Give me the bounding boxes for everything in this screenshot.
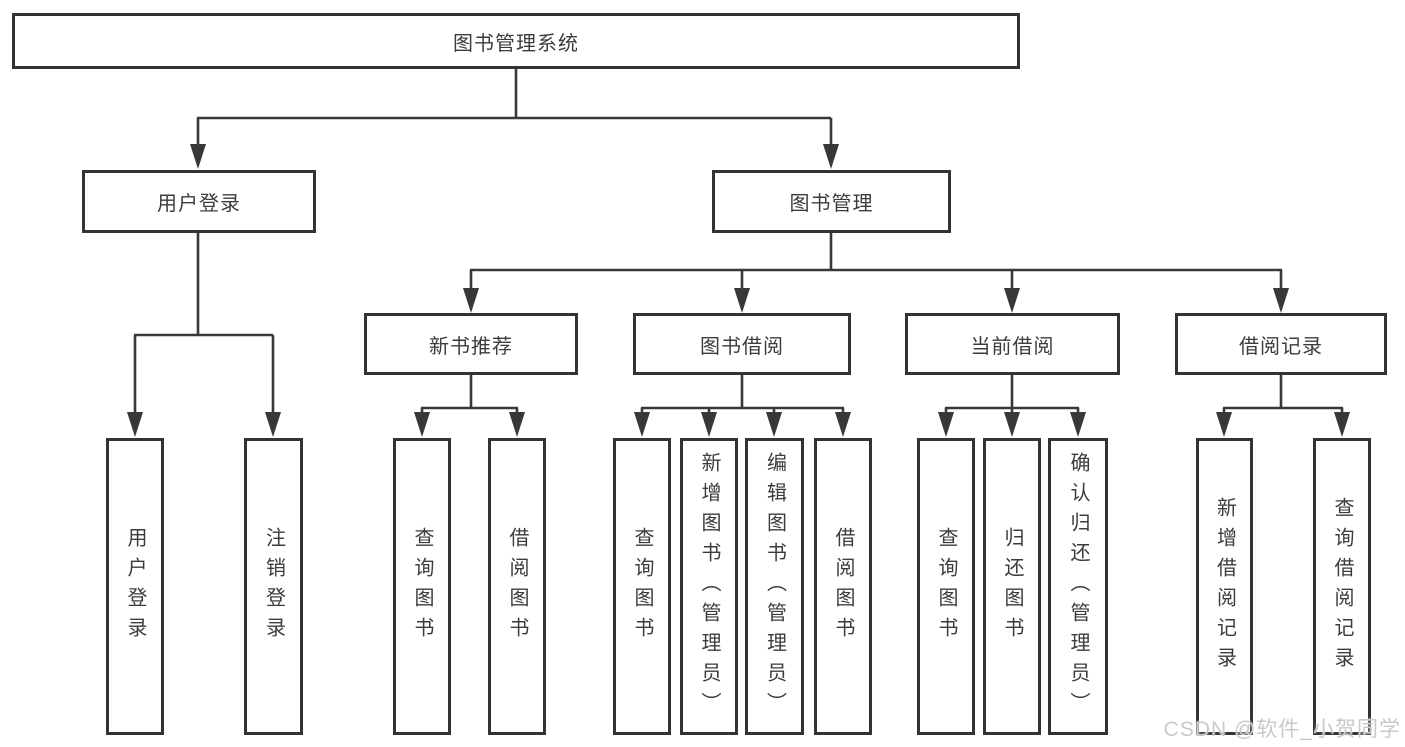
node-label: 新增图书（管理员）: [698, 451, 720, 722]
node-book-borrow: 图书借阅: [633, 313, 851, 375]
node-label: 查询图书: [935, 526, 957, 647]
node-label: 借阅图书: [506, 526, 528, 647]
node-label: 新书推荐: [429, 335, 513, 358]
leaf-add-borrow-record: 新增借阅记录: [1196, 438, 1253, 735]
node-new-book-recommend: 新书推荐: [364, 313, 578, 375]
leaf-borrow-books-recommend: 借阅图书: [488, 438, 546, 735]
node-label: 用户登录: [124, 526, 146, 647]
node-book-management: 图书管理: [712, 170, 951, 233]
leaf-borrow-books: 借阅图书: [814, 438, 872, 735]
leaf-return-books: 归还图书: [983, 438, 1041, 735]
leaf-query-borrow-record: 查询借阅记录: [1313, 438, 1371, 735]
node-label: 当前借阅: [970, 335, 1055, 358]
leaf-edit-books-admin: 编辑图书（管理员）: [745, 438, 804, 735]
node-label: 新增借阅记录: [1213, 496, 1236, 677]
leaf-confirm-return-admin: 确认归还（管理员）: [1048, 438, 1108, 735]
leaf-query-books-current: 查询图书: [917, 438, 975, 735]
leaf-user-login: 用户登录: [106, 438, 164, 735]
node-label: 用户登录: [157, 193, 241, 215]
leaf-query-books-recommend: 查询图书: [393, 438, 451, 735]
node-label: 查询借阅记录: [1331, 496, 1353, 677]
node-label: 确认归还（管理员）: [1067, 451, 1089, 722]
node-label: 注销登录: [262, 526, 285, 647]
node-label: 编辑图书（管理员）: [763, 451, 786, 722]
node-label: 图书借阅: [700, 335, 784, 358]
leaf-query-books-borrow: 查询图书: [613, 438, 671, 735]
node-label: 查询图书: [631, 526, 653, 647]
node-label: 查询图书: [411, 526, 433, 647]
node-label: 图书管理系统: [453, 32, 579, 55]
csdn-watermark: CSDN @软件_小贺同学: [1163, 718, 1401, 741]
node-label: 归还图书: [1001, 526, 1023, 647]
node-current-borrow: 当前借阅: [905, 313, 1120, 375]
node-label: 借阅记录: [1239, 335, 1323, 358]
leaf-add-books-admin: 新增图书（管理员）: [680, 438, 738, 735]
leaf-logout-login: 注销登录: [244, 438, 303, 735]
node-user-login: 用户登录: [82, 170, 316, 233]
node-label: 图书管理: [789, 193, 874, 215]
node-label: 借阅图书: [832, 526, 854, 647]
node-borrow-record: 借阅记录: [1175, 313, 1387, 375]
node-library-management-system: 图书管理系统: [12, 13, 1020, 69]
